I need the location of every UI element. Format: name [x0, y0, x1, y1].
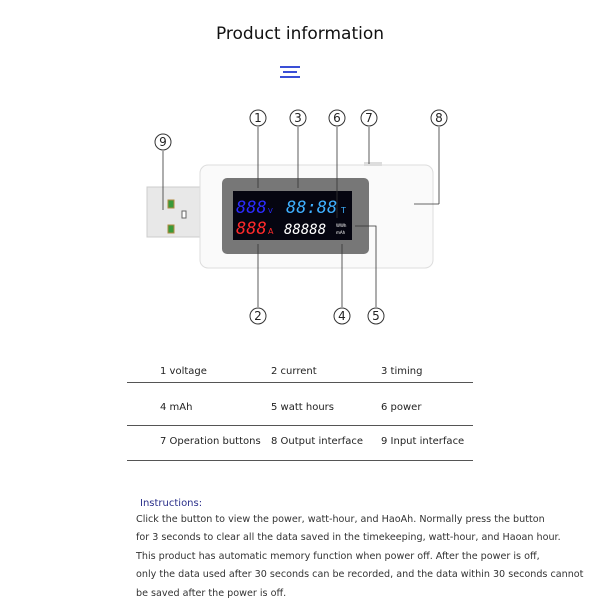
table-cell: 2 current: [271, 366, 317, 377]
table-row: 4 mAh 5 watt hours 6 power: [127, 383, 473, 425]
svg-text:3: 3: [294, 111, 302, 125]
callouts: 1 2 3 4 5 6 7 8 9: [154, 109, 448, 325]
feature-table: 1 voltage 2 current 3 timing 4 mAh 5 wat…: [127, 360, 473, 461]
instruction-line: only the data used after 30 seconds can …: [136, 569, 584, 581]
divider: [127, 382, 473, 383]
instruction-line: for 3 seconds to clear all the data save…: [136, 532, 561, 544]
divider: [127, 460, 473, 461]
svg-text:WWh: WWh: [336, 223, 347, 228]
callout-lines: [162, 127, 440, 307]
svg-text:T: T: [340, 206, 346, 215]
table-cell: 8 Output interface: [271, 436, 364, 447]
instructions: Instructions: Click the button to view t…: [136, 497, 583, 603]
instructions-heading: Instructions:: [140, 498, 203, 509]
table-cell: 4 mAh: [160, 402, 193, 413]
table-cell: 9 Input interface: [381, 436, 465, 447]
usb-meter-diagram: 888 V 88:88 T 888 A 88888 WWh mAh 1 2 3 …: [146, 109, 448, 325]
svg-text:7: 7: [365, 111, 373, 125]
svg-text:6: 6: [333, 111, 341, 125]
timer-display: 88:88: [286, 198, 337, 218]
svg-text:9: 9: [159, 135, 167, 149]
svg-text:mAh: mAh: [336, 230, 346, 235]
instruction-line: Click the button to view the power, watt…: [136, 514, 545, 525]
usb-plug: [146, 186, 210, 238]
svg-text:1: 1: [254, 111, 262, 125]
menu-icon: [280, 66, 300, 81]
table-cell: 5 watt hours: [271, 402, 334, 413]
table-row: 1 voltage 2 current 3 timing: [127, 360, 473, 382]
instruction-line: This product has automatic memory functi…: [136, 550, 540, 562]
voltage-display: 888: [236, 198, 267, 218]
table-cell: 6 power: [381, 402, 422, 413]
table-cell: 3 timing: [381, 366, 423, 377]
instruction-line: be saved after the power is off.: [136, 587, 287, 599]
svg-text:A: A: [268, 227, 274, 236]
page-title: Product information: [215, 24, 385, 44]
operation-button: [364, 162, 382, 166]
svg-text:5: 5: [372, 309, 380, 323]
current-display: 888: [236, 219, 267, 239]
divider: [127, 425, 473, 426]
lcd-screen: [233, 191, 352, 240]
svg-text:8: 8: [435, 111, 443, 125]
energy-display: 88888: [284, 222, 326, 238]
svg-text:V: V: [268, 207, 273, 215]
table-cell: 7 Operation buttons: [160, 436, 261, 447]
svg-text:2: 2: [254, 309, 262, 323]
table-cell: 1 voltage: [160, 366, 207, 377]
svg-text:4: 4: [338, 309, 346, 323]
table-row: 7 Operation buttons 8 Output interface 9…: [127, 426, 473, 460]
